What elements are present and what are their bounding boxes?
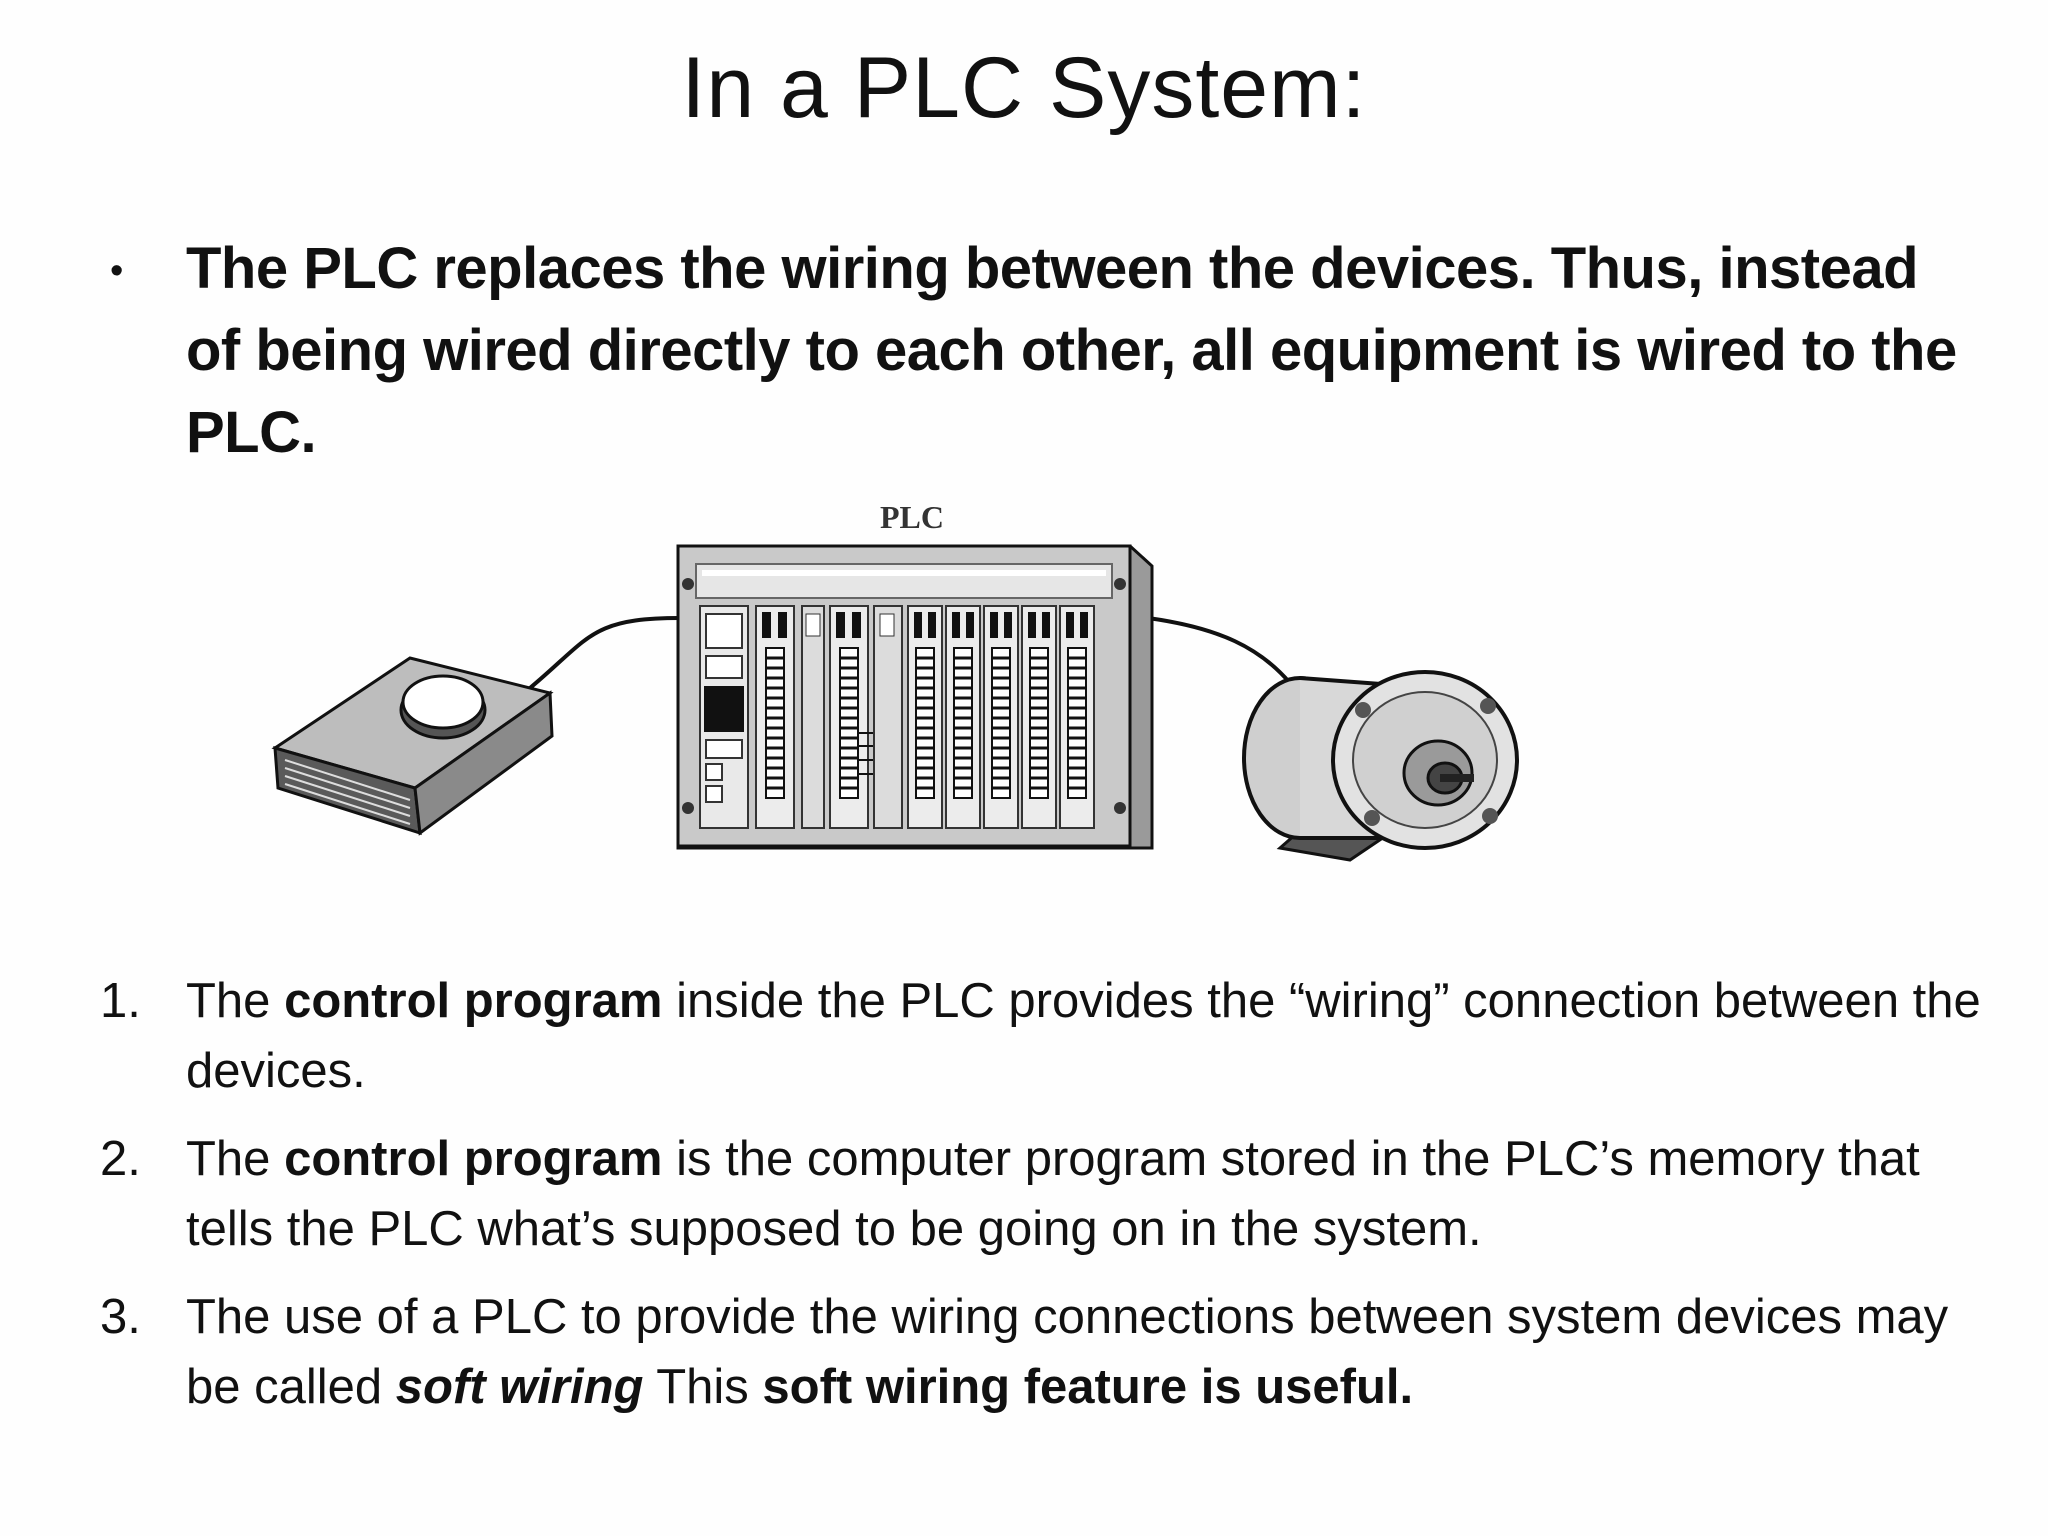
slide-title: In a PLC System: — [681, 40, 1367, 136]
list-number: 2. — [100, 1132, 141, 1186]
emphasis-control-program: control program — [284, 1132, 663, 1186]
numbered-list: 1. The control program inside the PLC pr… — [100, 966, 2000, 1440]
list-number: 3. — [100, 1290, 141, 1344]
bullet-text: The PLC replaces the wiring between the … — [186, 236, 1957, 465]
io-modules — [755, 605, 1095, 829]
list-item: 1. The control program inside the PLC pr… — [100, 966, 2000, 1106]
list-text: The use of a PLC to provide the wiring c… — [186, 1290, 1949, 1414]
plc-label: PLC — [880, 499, 944, 535]
emphasis-soft-wiring: soft wiring — [395, 1360, 644, 1414]
emphasis-feature-useful: soft wiring feature is useful. — [762, 1360, 1414, 1414]
emphasis-control-program: control program — [284, 974, 663, 1028]
list-text: The control program inside the PLC provi… — [186, 974, 1981, 1098]
motor-cable — [1147, 616, 1292, 685]
list-number: 1. — [100, 974, 141, 1028]
foot-switch — [271, 656, 554, 836]
list-item: 3. The use of a PLC to provide the wirin… — [100, 1282, 2000, 1422]
plc-rack: PLC — [676, 499, 1154, 850]
bullet-marker: • — [110, 250, 124, 292]
list-item: 2. The control program is the computer p… — [100, 1124, 2000, 1264]
list-text: The control program is the computer prog… — [186, 1132, 1920, 1256]
motor — [1242, 670, 1519, 862]
switch-cable — [528, 616, 681, 690]
plc-wiring-diagram: PLC — [271, 499, 1519, 862]
